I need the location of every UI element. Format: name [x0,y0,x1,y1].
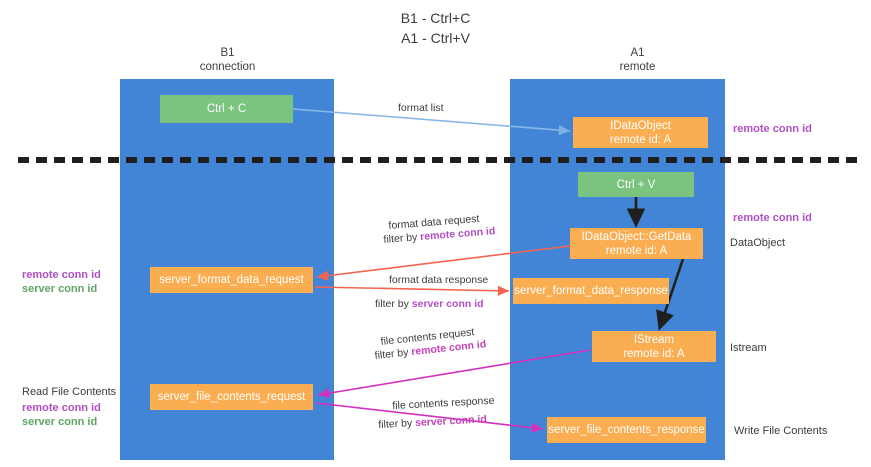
node-idataobject-getdata[interactable]: IDataObject::GetData remote id: A [570,228,703,259]
edge-label-format-data-response: format data response [389,274,489,286]
node-server-file-contents-request-label: server_file_contents_request [157,391,306,403]
column-header-a1-role: remote [619,61,656,73]
node-istream-label: IStream [633,333,675,346]
edge-label-format-list: format list [398,102,444,114]
node-idataobject-getdata-sub: remote id: A [605,244,668,257]
node-idataobject-sub: remote id: A [609,133,672,146]
annotation-text: remote conn id [733,212,812,224]
annotation-read-file-contents: Read File Contents [22,385,116,399]
annotation-text: Write File Contents [734,425,828,437]
node-ctrl-c-label: Ctrl + C [206,103,247,115]
annotation-text: Istream [730,342,767,354]
column-header-a1-name: A1 [630,47,645,59]
node-idataobject-getdata-label: IDataObject::GetData [581,230,692,243]
node-server-format-data-response[interactable]: server_format_data_response [513,278,669,304]
node-server-file-contents-request[interactable]: server_file_contents_request [150,384,313,410]
column-header-b1-name: B1 [220,47,235,59]
annotation-write-file-contents: Write File Contents [734,424,827,438]
annotation-left-conn-ids-format: remote conn id server conn id [22,268,101,296]
filter-value: server conn id [414,413,488,430]
title-line-2: A1 - Ctrl+V [401,30,470,46]
node-server-format-data-request-label: server_format_data_request [159,274,304,286]
node-istream-sub: remote id: A [623,347,685,360]
column-header-b1: B1 connection [150,46,305,74]
annotation-left-conn-ids-file: remote conn id server conn id [22,401,101,429]
annotation-remote-conn-id-mid: remote conn id [733,211,812,225]
annotation-remote-conn-id: remote conn id [22,269,101,281]
title-line-1: B1 - Ctrl+C [400,10,471,26]
annotation-remote-conn-id: remote conn id [22,402,101,414]
filter-value: server conn id [411,298,484,310]
node-ctrl-v-label: Ctrl + V [616,178,656,191]
filter-prefix: filter by [383,231,421,246]
node-server-format-data-response-label: server_format_data_response [514,285,668,297]
filter-prefix: filter by [375,298,412,310]
node-idataobject-label: IDataObject [610,119,671,132]
node-server-file-contents-response[interactable]: server_file_contents_response [547,417,706,443]
annotation-text: DataObject [730,237,786,249]
node-idataobject[interactable]: IDataObject remote id: A [573,117,708,148]
node-ctrl-c[interactable]: Ctrl + C [160,95,293,123]
node-server-file-contents-response-label: server_file_contents_response [548,424,705,436]
annotation-text: Read File Contents [22,386,117,398]
annotation-remote-conn-id-top: remote conn id [733,122,812,136]
node-server-format-data-request[interactable]: server_format_data_request [150,267,313,293]
annotation-dataobject: DataObject [730,236,785,250]
node-istream[interactable]: IStream remote id: A [592,331,716,362]
phase-divider [18,157,863,163]
column-header-b1-role: connection [199,61,256,73]
node-ctrl-v[interactable]: Ctrl + V [578,172,694,197]
edge-label-format-data-response-filter: filter by server conn id [375,297,484,311]
page-title: B1 - Ctrl+C A1 - Ctrl+V [0,8,871,48]
annotation-text: remote conn id [733,123,812,135]
filter-prefix: filter by [374,346,412,362]
column-header-a1: A1 remote [560,46,715,74]
filter-prefix: filter by [378,417,416,431]
annotation-server-conn-id: server conn id [22,416,98,428]
annotation-server-conn-id: server conn id [22,283,98,295]
annotation-istream: Istream [730,341,767,355]
